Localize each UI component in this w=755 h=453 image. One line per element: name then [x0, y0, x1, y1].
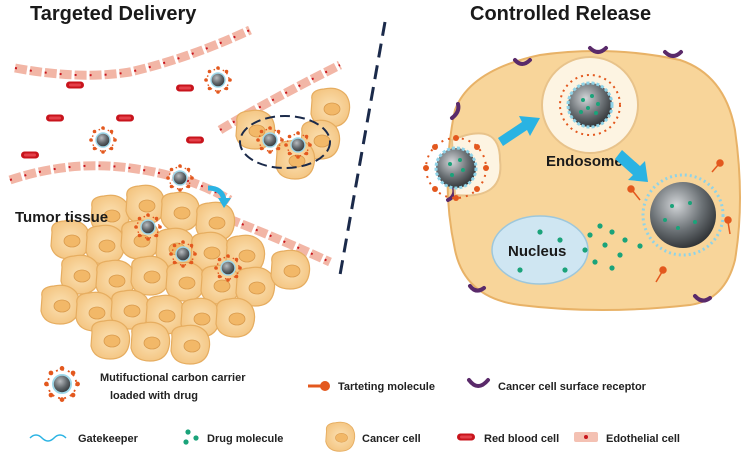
legend-carrier: Mutifuctional carbon carrier loaded with…	[43, 365, 246, 403]
legend-receptor: Cancer cell surface receptor	[467, 378, 647, 393]
endosome-carrier	[559, 74, 621, 136]
legend: Mutifuctional carbon carrier loaded with…	[29, 365, 680, 452]
right-title: Controlled Release	[470, 3, 651, 25]
nucleus-label: Nucleus	[508, 243, 566, 260]
blood-vessel-bottom	[8, 161, 332, 267]
legend-endothelial-label: Edothelial cell	[606, 433, 680, 445]
red-blood-cells	[21, 81, 204, 159]
released-carrier	[641, 173, 725, 257]
legend-gatekeeper: Gatekeeper	[29, 433, 139, 445]
legend-receptor-label: Cancer cell surface receptor	[498, 381, 647, 393]
tumor-tissue-label: Tumor tissue	[15, 209, 108, 226]
extravasation-arrowhead	[218, 198, 231, 208]
legend-drug: Drug molecule	[183, 429, 283, 445]
free-drug-molecules	[517, 223, 643, 273]
legend-rbc: Red blood cell	[457, 433, 559, 445]
legend-targeting-label: Tarteting molecule	[338, 381, 435, 393]
tumor-cluster-upper	[235, 87, 351, 180]
left-title: Targeted Delivery	[30, 3, 197, 25]
legend-rbc-label: Red blood cell	[484, 433, 559, 445]
zoom-ellipse	[239, 115, 331, 169]
legend-targeting: Tarteting molecule	[308, 381, 435, 393]
free-targeting-molecules	[627, 159, 732, 283]
nucleus	[491, 215, 589, 285]
endosome-label: Endosome	[546, 153, 623, 170]
legend-carrier-line1: Mutifuctional carbon carrier	[100, 372, 246, 384]
legend-drug-label: Drug molecule	[207, 433, 283, 445]
release-arrows	[498, 116, 648, 182]
legend-gatekeeper-label: Gatekeeper	[78, 433, 139, 445]
legend-cancer-cell-label: Cancer cell	[362, 433, 421, 445]
entering-carrier	[423, 135, 489, 201]
legend-carrier-line2: loaded with drug	[110, 390, 198, 402]
section-divider	[338, 21, 387, 276]
legend-cancer-cell: Cancer cell	[325, 421, 421, 452]
legend-endothelial: Edothelial cell	[574, 432, 680, 445]
blood-vessel-top	[14, 25, 343, 134]
